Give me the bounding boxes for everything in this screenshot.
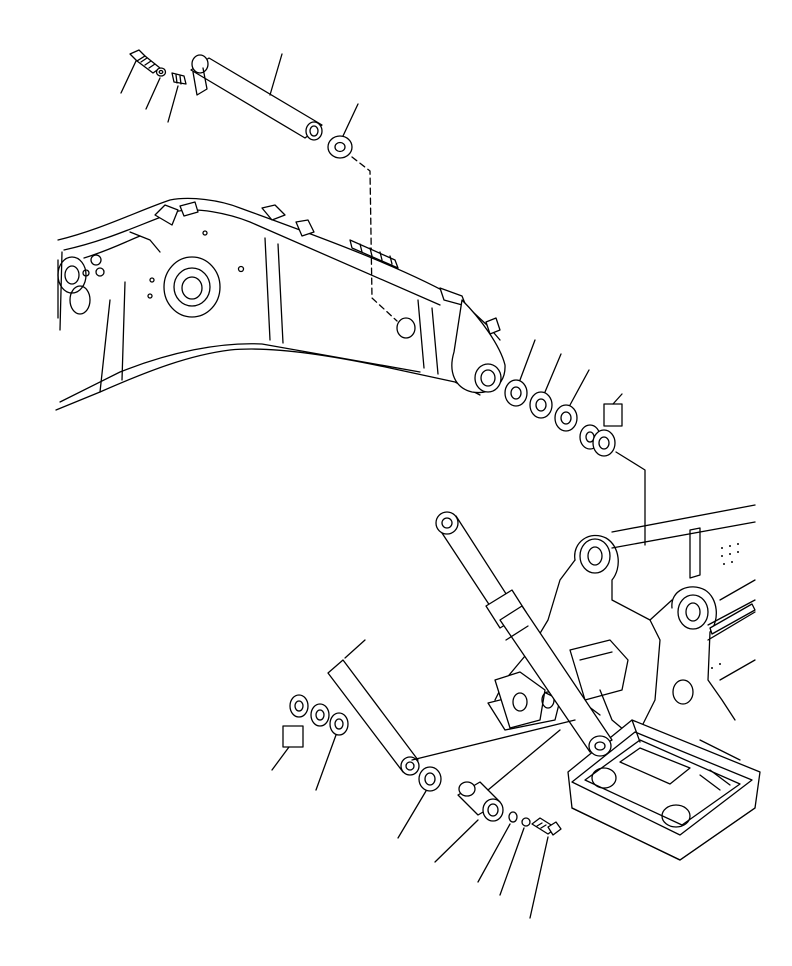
- bolt-icon: [529, 817, 562, 919]
- washer-icon: [499, 817, 531, 896]
- pin-axis-line: [351, 156, 398, 322]
- frame-axis-line: [615, 451, 646, 546]
- pin-icon: [327, 639, 576, 776]
- shim-icon: [271, 694, 442, 839]
- shim-icon: [504, 339, 623, 457]
- cylinder-icon: [435, 511, 613, 757]
- frame-icon: [487, 504, 761, 861]
- fitting-icon: [167, 72, 187, 123]
- pin-icon: [190, 53, 323, 141]
- washer-icon: [145, 67, 167, 110]
- pin-icon: [434, 729, 561, 863]
- boom-icon: [55, 197, 506, 411]
- bolt-icon: [120, 49, 161, 94]
- shim-icon: [327, 103, 359, 159]
- ring-icon: [477, 811, 518, 883]
